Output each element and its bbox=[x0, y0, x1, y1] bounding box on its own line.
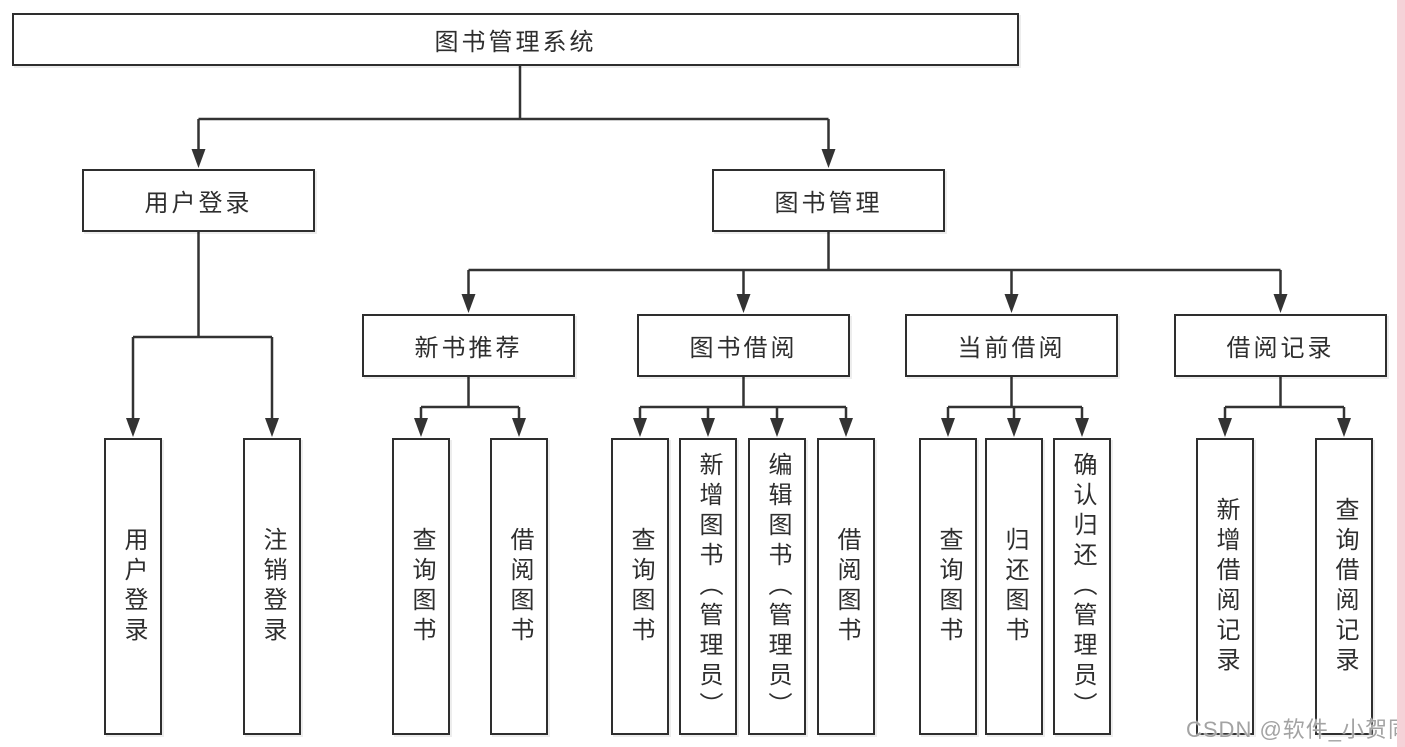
leaf-add-book-admin-label: 新增图书（管理员） bbox=[695, 451, 722, 722]
leaf-current-query-book: 查询图书 bbox=[919, 438, 977, 735]
node-user-login-label: 用户登录 bbox=[144, 190, 253, 217]
leaf-recommend-borrow-book-label: 借阅图书 bbox=[506, 526, 533, 647]
node-borrow-records: 借阅记录 bbox=[1174, 314, 1387, 377]
leaf-add-borrow-record-label: 新增借阅记录 bbox=[1212, 496, 1239, 677]
leaf-query-borrow-record: 查询借阅记录 bbox=[1315, 438, 1373, 735]
leaf-user-login-label: 用户登录 bbox=[120, 526, 147, 647]
leaf-logout-label: 注销登录 bbox=[259, 526, 286, 647]
leaf-recommend-query-book-label: 查询图书 bbox=[408, 526, 435, 647]
leaf-confirm-return-admin-label: 确认归还（管理员） bbox=[1069, 451, 1096, 722]
node-book-borrow-label: 图书借阅 bbox=[689, 335, 798, 362]
leaf-add-book-admin: 新增图书（管理员） bbox=[679, 438, 737, 735]
leaf-borrow-query-book-label: 查询图书 bbox=[627, 526, 654, 647]
node-current-borrow-label: 当前借阅 bbox=[957, 335, 1066, 362]
node-user-login: 用户登录 bbox=[82, 169, 315, 232]
leaf-recommend-query-book: 查询图书 bbox=[392, 438, 450, 735]
node-book-management-label: 图书管理 bbox=[774, 190, 883, 217]
leaf-borrow-book: 借阅图书 bbox=[817, 438, 875, 735]
node-library-system-label: 图书管理系统 bbox=[434, 29, 597, 56]
leaf-recommend-borrow-book: 借阅图书 bbox=[490, 438, 548, 735]
leaf-return-book-label: 归还图书 bbox=[1001, 526, 1028, 647]
leaf-user-login: 用户登录 bbox=[104, 438, 162, 735]
leaf-borrow-query-book: 查询图书 bbox=[611, 438, 669, 735]
node-new-book-recommend-label: 新书推荐 bbox=[414, 335, 523, 362]
leaf-confirm-return-admin: 确认归还（管理员） bbox=[1053, 438, 1111, 735]
node-current-borrow: 当前借阅 bbox=[905, 314, 1118, 377]
arrowheads bbox=[126, 149, 1351, 437]
leaf-logout: 注销登录 bbox=[243, 438, 301, 735]
leaf-current-query-book-label: 查询图书 bbox=[935, 526, 962, 647]
leaf-add-borrow-record: 新增借阅记录 bbox=[1196, 438, 1254, 735]
leaf-query-borrow-record-label: 查询借阅记录 bbox=[1331, 496, 1358, 677]
right-edge-pink-strip bbox=[1397, 0, 1405, 747]
node-library-system: 图书管理系统 bbox=[12, 13, 1019, 66]
leaf-return-book: 归还图书 bbox=[985, 438, 1043, 735]
node-book-management: 图书管理 bbox=[712, 169, 945, 232]
node-borrow-records-label: 借阅记录 bbox=[1226, 335, 1335, 362]
leaf-edit-book-admin: 编辑图书（管理员） bbox=[748, 438, 806, 735]
node-new-book-recommend: 新书推荐 bbox=[362, 314, 575, 377]
leaf-edit-book-admin-label: 编辑图书（管理员） bbox=[764, 451, 791, 722]
node-book-borrow: 图书借阅 bbox=[637, 314, 850, 377]
csdn-watermark: CSDN @软件_小贺同学 bbox=[1186, 717, 1405, 742]
leaf-borrow-book-label: 借阅图书 bbox=[833, 526, 860, 647]
